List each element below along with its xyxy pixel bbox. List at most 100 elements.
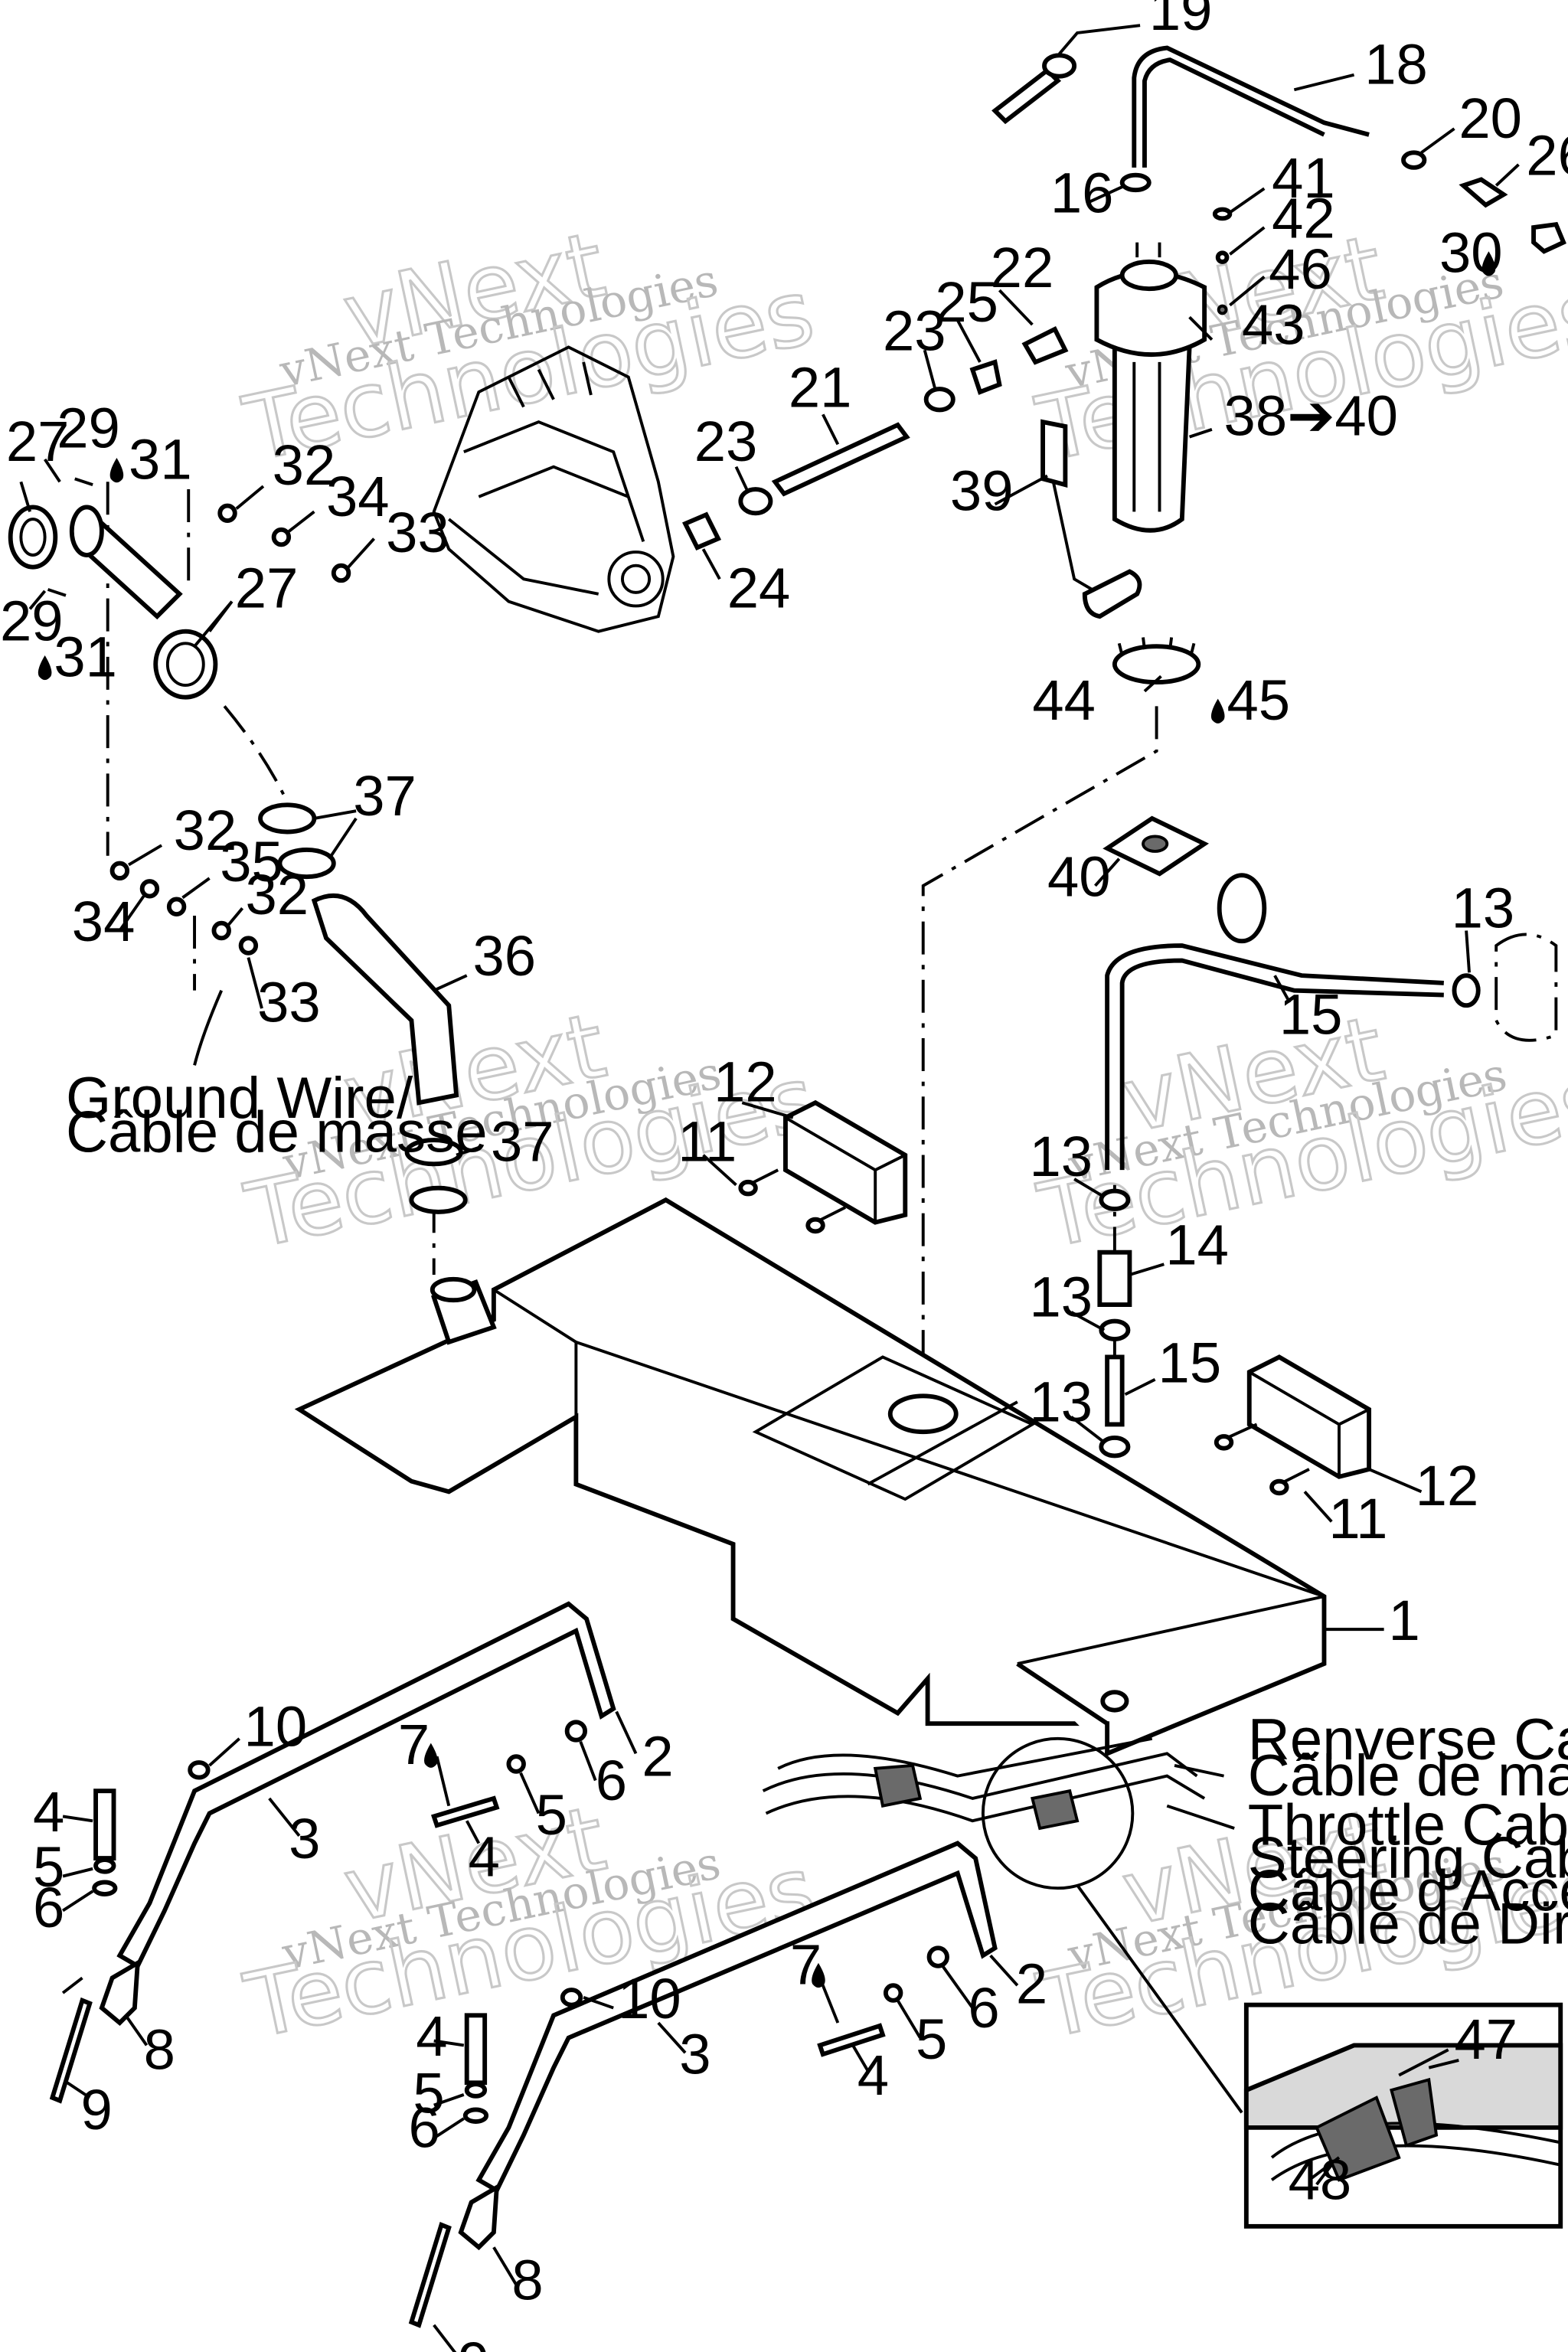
lock-washer xyxy=(271,527,292,547)
callout-31: 31 xyxy=(54,625,117,688)
float xyxy=(1082,569,1142,619)
callout-14: 14 xyxy=(1165,1213,1229,1276)
captions: Ground Wire/ Câble de masse Renverse Cab… xyxy=(66,1066,1568,1957)
callout-42: 42 xyxy=(1272,187,1335,250)
callout-20: 20 xyxy=(1459,87,1522,150)
callout-12: 12 xyxy=(714,1050,777,1113)
ground-wire-arrow xyxy=(193,989,224,1066)
callout-48: 48 xyxy=(1289,2148,1352,2212)
callout-2: 2 xyxy=(642,1725,673,1788)
vent-cap xyxy=(1531,221,1566,254)
filler-gasket xyxy=(153,629,218,700)
callout-27: 27 xyxy=(235,556,299,619)
clamp xyxy=(1452,973,1481,1008)
rollover-valve xyxy=(1097,1250,1132,1307)
tank-outlet-fitting xyxy=(1100,1690,1129,1713)
lock-washer xyxy=(464,2082,488,2099)
vent-hose-short xyxy=(1105,1354,1125,1427)
fuel-pump-opening xyxy=(887,1393,959,1435)
nut xyxy=(331,563,351,583)
callout-4: 4 xyxy=(33,1780,64,1844)
callout-15: 15 xyxy=(1279,982,1343,1046)
cable-boot xyxy=(873,1763,923,1808)
callout-19: 19 xyxy=(1149,0,1213,42)
vent-hose xyxy=(1132,45,1370,168)
reverse-cable-label-en: Renverse Cable/ xyxy=(1248,1707,1568,1772)
callout-34: 34 xyxy=(326,465,390,528)
washer xyxy=(462,2107,489,2124)
ground-wire-label-en: Ground Wire/ xyxy=(66,1066,413,1131)
bolt xyxy=(93,1788,116,1861)
callout-9: 9 xyxy=(81,2078,113,2141)
callout-21: 21 xyxy=(789,356,852,420)
filler-cap xyxy=(8,505,58,570)
fuel-level-sender xyxy=(1040,419,1068,488)
filler-hose xyxy=(311,893,459,1106)
ground-wire-label-fr: Câble de masse xyxy=(66,1100,488,1165)
washer xyxy=(217,503,237,523)
clamp xyxy=(1099,1436,1131,1459)
bolt xyxy=(464,2013,488,2086)
hose-clamp xyxy=(258,802,317,835)
callout-25: 25 xyxy=(935,270,998,334)
callout-27: 27 xyxy=(6,410,70,473)
nut xyxy=(560,1988,583,2007)
callout-33: 33 xyxy=(386,501,449,564)
callout-41: 41 xyxy=(1272,146,1335,210)
bolt xyxy=(817,2023,886,2057)
quick-connect-fitting xyxy=(969,359,1002,395)
washer xyxy=(1212,207,1233,221)
callout-10: 10 xyxy=(618,1967,681,2030)
tank-strap xyxy=(475,1841,998,2194)
check-valve-fitting xyxy=(1459,177,1508,208)
washer xyxy=(211,920,231,941)
screw xyxy=(74,477,93,487)
nut xyxy=(188,1760,211,1780)
detail-circle xyxy=(981,1736,1135,1890)
callout-13: 13 xyxy=(1029,1266,1093,1329)
hose-clamp xyxy=(277,848,336,880)
locking-ring xyxy=(1112,644,1201,685)
callout-36: 36 xyxy=(473,924,537,988)
screw xyxy=(47,588,67,597)
callout-29: 29 xyxy=(57,396,120,459)
sealant-drop-icon xyxy=(38,655,52,681)
clamp xyxy=(1099,1318,1131,1341)
callout-37: 37 xyxy=(491,1109,554,1173)
hose-loop xyxy=(1217,873,1267,944)
sealant-drop-icon xyxy=(424,1743,438,1768)
callout-8: 8 xyxy=(144,2018,175,2082)
vent-hose-long xyxy=(1105,943,1444,1171)
callout-1: 1 xyxy=(1388,1589,1419,1652)
fuel-line-connector xyxy=(1021,325,1069,365)
ring-terminal xyxy=(166,897,187,916)
callout-13: 13 xyxy=(1029,1125,1093,1188)
washer xyxy=(92,1880,118,1896)
strap-bracket xyxy=(458,2183,500,2251)
fuel-hose xyxy=(771,422,910,497)
callout-9: 9 xyxy=(458,2331,489,2352)
fuel-pump-group xyxy=(682,45,1566,685)
sealant-drop-icons xyxy=(38,251,1496,1988)
throttle-cable-label-1: Throttle Cable and xyxy=(1248,1793,1568,1858)
callout-15: 15 xyxy=(1158,1331,1222,1395)
vent-system xyxy=(1097,815,1558,1459)
fuel-tank xyxy=(294,1197,1327,1757)
cables xyxy=(762,1736,1243,2114)
callout-18: 18 xyxy=(1364,32,1428,96)
callout-38-40: 38➔40 xyxy=(1224,384,1398,448)
callout-4: 4 xyxy=(416,2004,447,2068)
callout-2: 2 xyxy=(1016,1952,1047,2016)
callout-39: 39 xyxy=(950,459,1014,522)
callout-6: 6 xyxy=(968,1976,999,2040)
lock-washer xyxy=(883,1983,903,2003)
callout-6: 6 xyxy=(408,2096,439,2159)
bolt xyxy=(430,1795,500,1828)
sealant-drop-icon xyxy=(812,1962,825,1988)
callout-11: 11 xyxy=(678,1109,737,1173)
lock-washer xyxy=(139,879,160,899)
callout-46: 46 xyxy=(1269,237,1332,301)
throttle-cable-label-3: Câble d’Accélérateur xyxy=(1248,1859,1568,1924)
washer xyxy=(926,1945,949,1968)
